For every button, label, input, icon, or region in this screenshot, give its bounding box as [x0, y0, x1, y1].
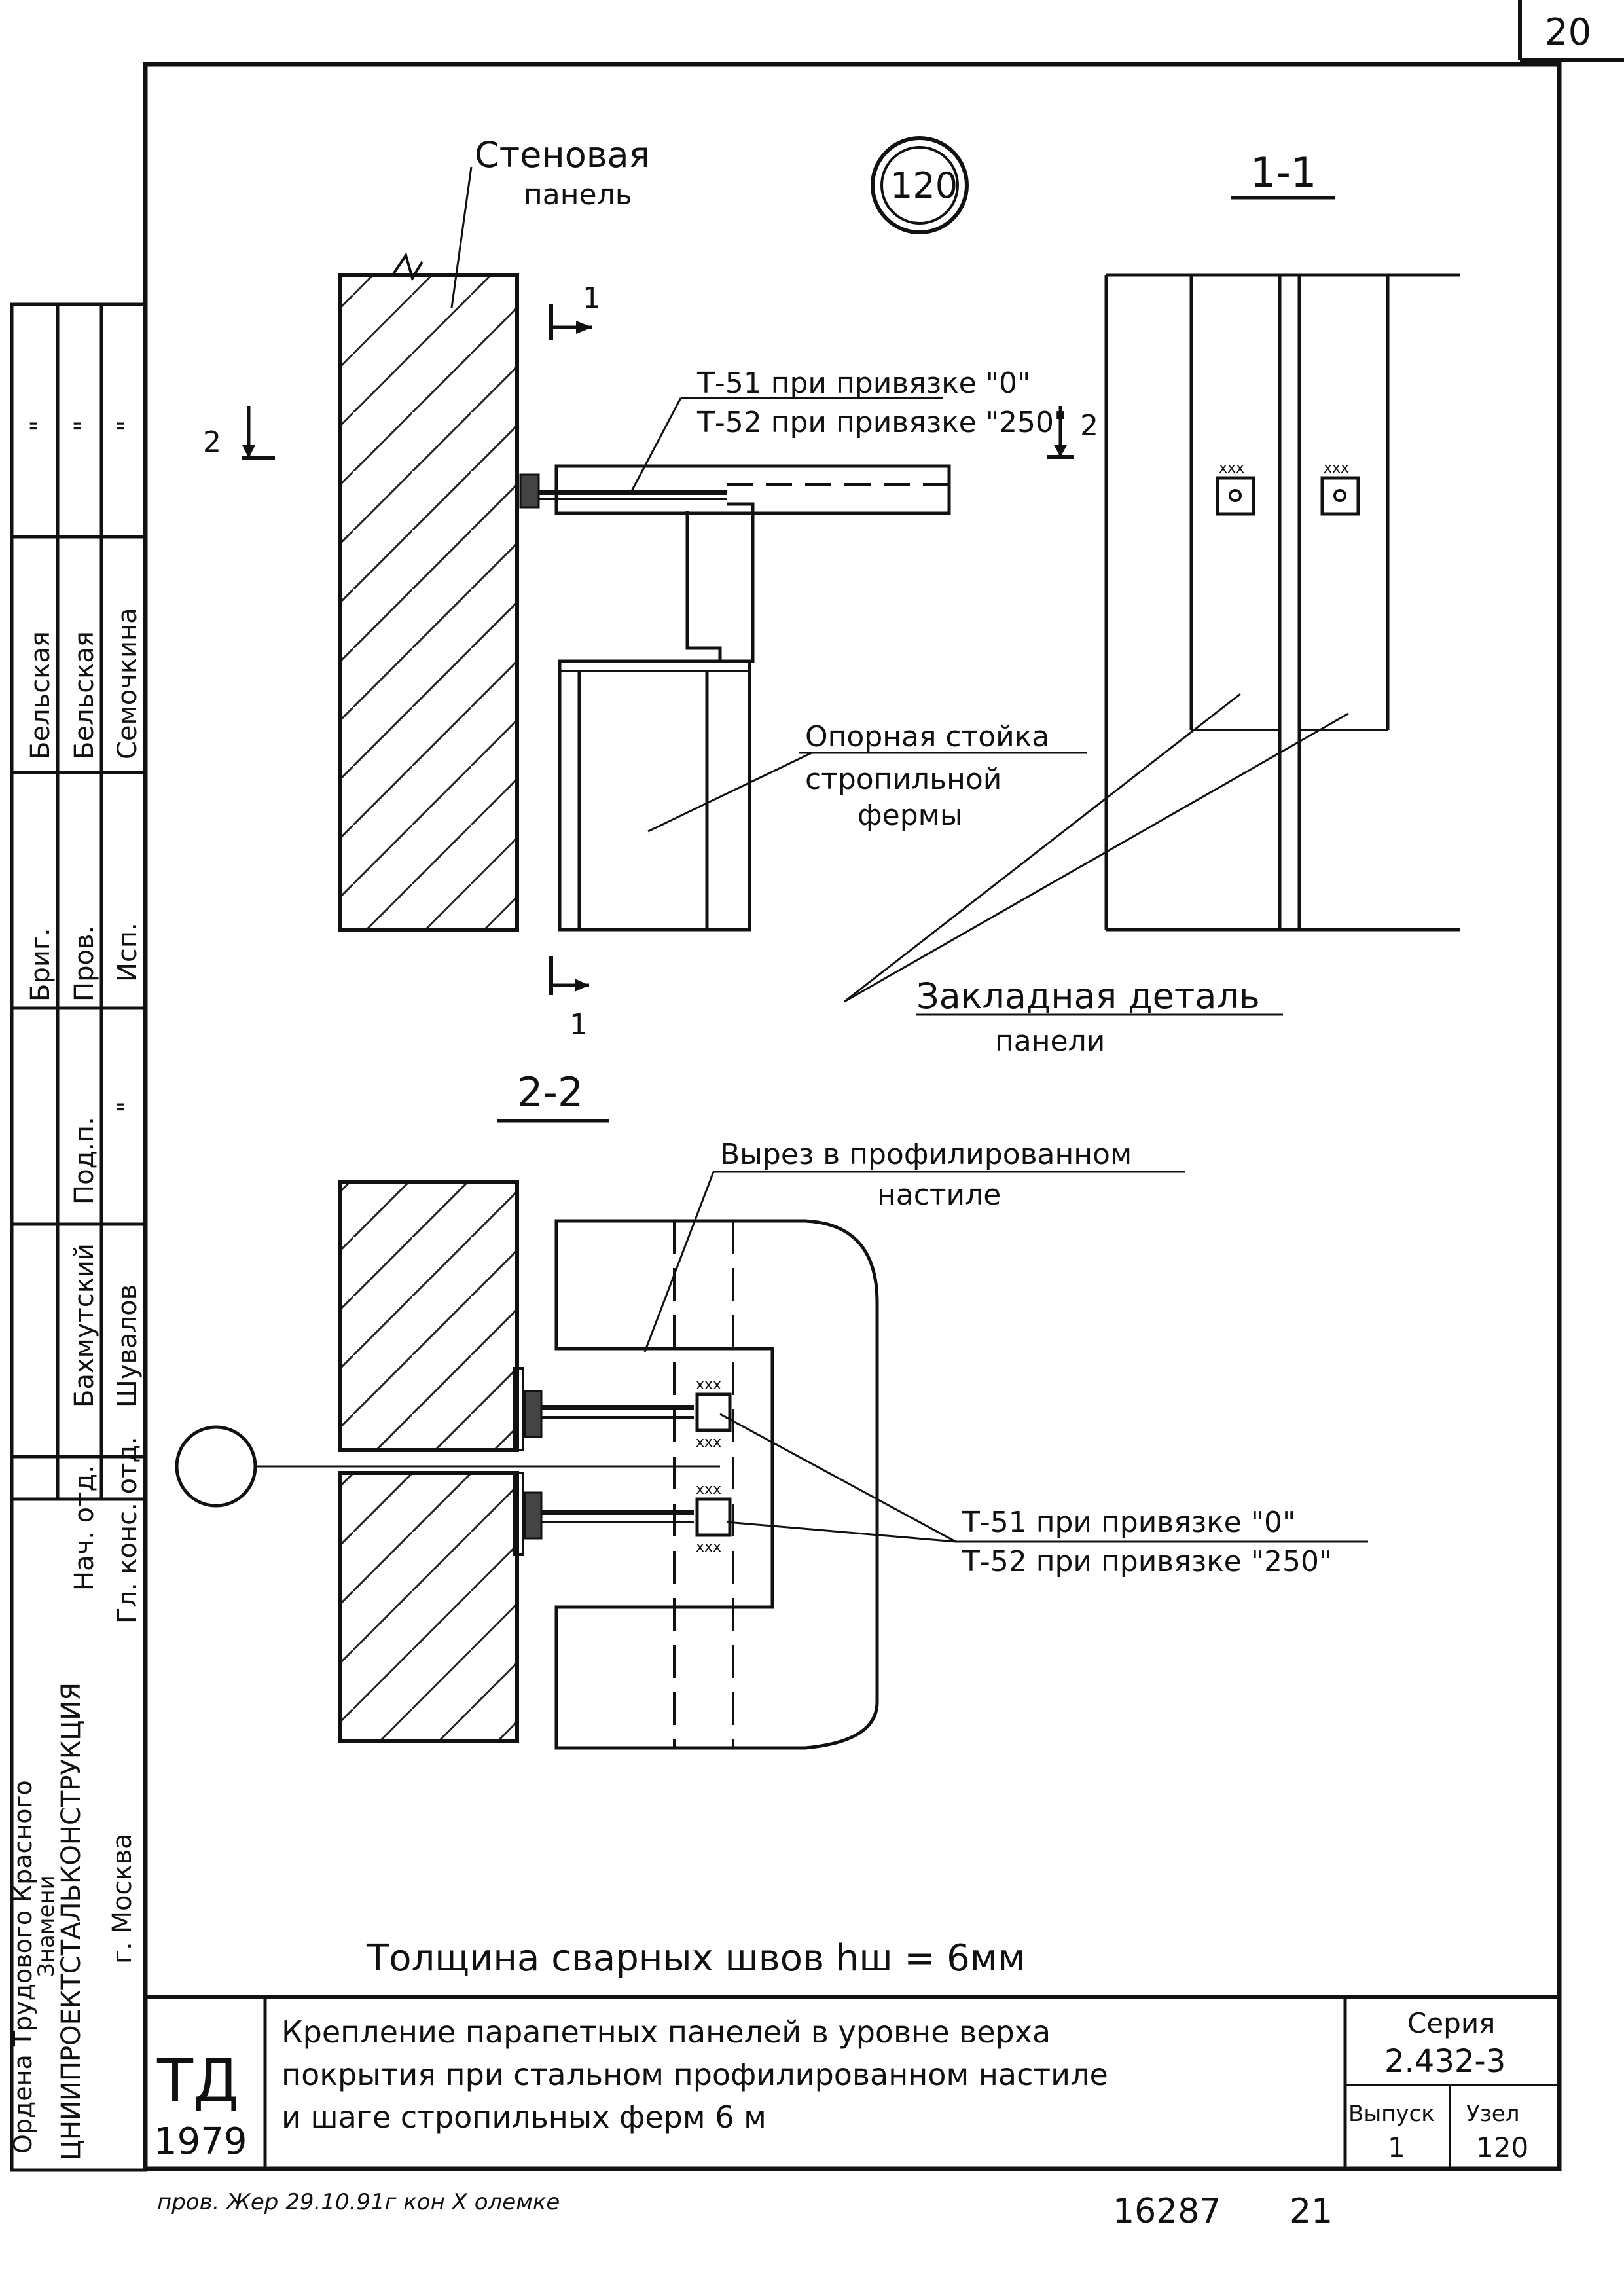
support-post-label-1: Опорная стойка [805, 720, 1049, 753]
cutout-label-2: настиле [877, 1178, 1001, 1212]
stamp-texts: Бахмутский Шувалов Нач. отд. Гл. конс. о… [9, 420, 143, 2160]
title-block [145, 1995, 1559, 2169]
elevation-view: 1 1 2 2 Стеновая панель Т-51 при привязк… [203, 134, 1098, 1042]
weld-marks-6: xxx [696, 1539, 721, 1555]
title-line-1: Крепление парапетных панелей в уровне ве… [281, 2014, 1051, 2050]
footer-sheet: 21 [1290, 2192, 1333, 2231]
wall-panel-label-1: Стеновая [475, 134, 650, 175]
issue-label: Выпуск [1348, 2101, 1435, 2127]
page-number-box: 20 [1518, 0, 1624, 62]
stamp-name-3: Бельская [26, 631, 56, 759]
left-stamp [10, 302, 147, 2172]
wall-panel [338, 273, 519, 932]
embedded-label-1: Закладная деталь [916, 975, 1260, 1017]
support-post-label-3: фермы [857, 799, 963, 832]
weld-marks-2: xxx [1324, 460, 1349, 477]
weld-marks-4: xxx [696, 1434, 721, 1451]
stamp-role-4: Пров. [69, 926, 99, 1002]
page-number: 20 [1545, 11, 1591, 54]
node-mark-number: 120 [890, 165, 958, 206]
title-line-3: и шаге стропильных ферм 6 м [281, 2099, 767, 2135]
t51-top-label: Т-51 при привязке "0" [696, 367, 1030, 400]
section-1-1-title: 1-1 [1250, 149, 1316, 196]
org-line-2: Знамени [33, 1875, 60, 1977]
cut-mark-1-top: 1 [583, 281, 601, 315]
support-post-label-2: стропильной [805, 763, 1001, 796]
weld-marks-1: xxx [1219, 460, 1244, 477]
stamp-role-6: Под.п. [69, 1117, 99, 1205]
issue-value: 1 [1388, 2132, 1405, 2164]
series-label: Серия [1407, 2007, 1495, 2039]
stamp-role-3: Бриг. [26, 928, 56, 1002]
title-line-2: покрытия при стальном профилированном на… [281, 2057, 1108, 2092]
footer-number: 16287 [1113, 2192, 1221, 2231]
node-label: Узел [1466, 2101, 1519, 2127]
support-post [558, 659, 751, 932]
doc-year: 1979 [154, 2120, 247, 2163]
node-value: 120 [1476, 2132, 1528, 2164]
weld-marks-5: xxx [696, 1481, 721, 1498]
doc-code: ТД [156, 2047, 239, 2116]
t52-top-label: Т-52 при привязке "250" [696, 406, 1067, 439]
node-mark: 120 [871, 136, 969, 234]
stamp-role-1: Нач. отд. [69, 1465, 99, 1591]
stamp-name-4: Бельская [69, 631, 99, 759]
check-note: пров. Жер 29.10.91г кон Х олемке [157, 2189, 560, 2215]
org-line-4: г. Москва [107, 1833, 137, 1964]
section-1-1: 1-1 xxx xxx Закладная деталь панели [844, 149, 1460, 1058]
cut-mark-2-left: 2 [203, 426, 221, 459]
t52-bottom-label: Т-52 при привязке "250" [962, 1545, 1332, 1578]
t51-bottom-label: Т-51 при привязке "0" [962, 1506, 1295, 1539]
cutout-label-1: Вырез в профилированном [720, 1138, 1132, 1171]
section-2-2-title: 2-2 [517, 1068, 583, 1116]
section-2-2: 2-2 xxx xxx xxx xxx Вырез [175, 1068, 1368, 1750]
stamp-name-5: Семочкина [113, 608, 143, 759]
cut-mark-1-bottom: 1 [569, 1008, 588, 1042]
org-line-3: ЦНИИПРОЕКТСТАЛЬКОНСТРУКЦИЯ [56, 1682, 86, 2160]
stamp-role-2: Гл. конс. отд. [113, 1436, 143, 1624]
cut-mark-2-right: 2 [1080, 409, 1098, 443]
stamp-role-5: Исп. [113, 922, 143, 982]
org-line-1: Ордена Трудового Красного [9, 1780, 37, 2154]
series-value: 2.432-3 [1384, 2043, 1506, 2080]
weld-thickness-note: Толщина сварных швов hш = 6мм [366, 1937, 1025, 1980]
wall-panel-label-2: панель [524, 178, 632, 211]
stamp-sign-3: " [26, 420, 56, 432]
stamp-sign-5: " [113, 420, 143, 432]
embedded-label-2: панели [995, 1025, 1105, 1058]
weld-marks-3: xxx [696, 1377, 721, 1393]
stamp-name-1: Бахмутский [69, 1243, 99, 1407]
stamp-name-2: Шувалов [113, 1284, 143, 1407]
stamp-sign-6: " [113, 1101, 143, 1113]
stamp-sign-4: " [69, 420, 99, 432]
